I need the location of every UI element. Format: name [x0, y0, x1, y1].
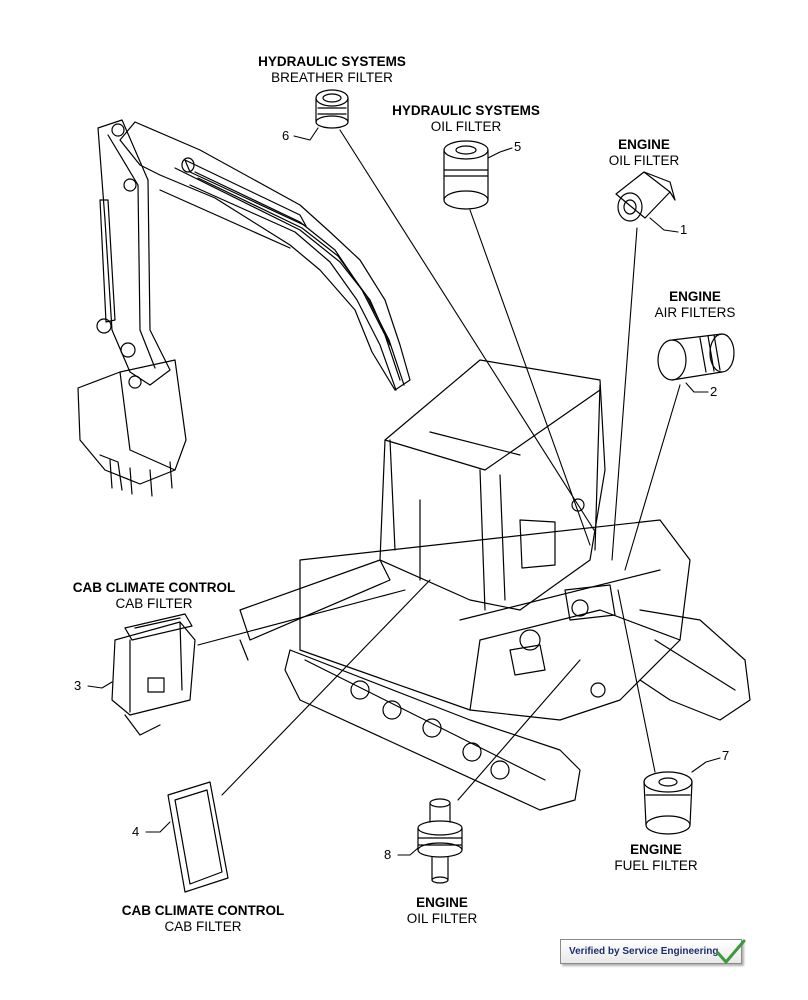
excavator-illustration — [77, 119, 751, 811]
leader-lines — [87, 127, 721, 856]
callout-title: CAB CLIMATE CONTROL — [72, 580, 236, 595]
callout-subtitle: OIL FILTER — [608, 153, 680, 168]
callout-subtitle: OIL FILTER — [430, 119, 502, 134]
callout-number-6: 6 — [282, 128, 290, 143]
callout-number-8: 8 — [384, 847, 392, 862]
engine-oil-filter-8-part — [417, 798, 463, 884]
callout-subtitle: FUEL FILTER — [614, 858, 698, 873]
callout-label-8: ENGINE OIL FILTER — [382, 895, 502, 927]
callout-label-4: CAB CLIMATE CONTROL CAB FILTER — [97, 903, 309, 935]
callout-label-3: CAB CLIMATE CONTROL CAB FILTER — [54, 580, 254, 612]
cab-filter-panel-part — [167, 781, 229, 893]
callout-label-2: ENGINE AIR FILTERS — [635, 289, 755, 321]
callout-number-3: 3 — [74, 678, 82, 693]
hydraulic-oil-filter-part — [443, 140, 489, 210]
engine-air-filter-part — [657, 333, 735, 381]
callout-label-1: ENGINE OIL FILTER — [584, 137, 704, 169]
callout-subtitle: CAB FILTER — [164, 919, 242, 934]
verified-badge-text: Verified by Service Engineering — [569, 946, 719, 957]
callout-title: CAB CLIMATE CONTROL — [121, 903, 285, 918]
callout-subtitle: CAB FILTER — [115, 596, 193, 611]
engine-oil-filter-1-part — [615, 171, 676, 222]
callout-title: ENGINE — [416, 895, 468, 910]
callout-title: ENGINE — [669, 289, 721, 304]
cab-filter-housing-part — [111, 613, 196, 736]
callout-number-5: 5 — [514, 139, 522, 154]
callout-title: ENGINE — [630, 842, 682, 857]
callout-title: ENGINE — [618, 137, 670, 152]
fuel-filter-part — [643, 771, 693, 835]
verified-badge: Verified by Service Engineering — [560, 939, 746, 964]
callout-subtitle: AIR FILTERS — [654, 305, 736, 320]
callout-number-7: 7 — [722, 748, 730, 763]
callout-label-7: ENGINE FUEL FILTER — [596, 842, 716, 874]
callout-title: HYDRAULIC SYSTEMS — [258, 54, 406, 69]
callout-title: HYDRAULIC SYSTEMS — [392, 103, 540, 118]
callout-subtitle: OIL FILTER — [406, 911, 478, 926]
breather-filter-part — [315, 89, 349, 129]
callout-label-5: HYDRAULIC SYSTEMS OIL FILTER — [365, 103, 567, 135]
callout-label-6: HYDRAULIC SYSTEMS BREATHER FILTER — [231, 54, 433, 86]
callout-number-2: 2 — [710, 384, 718, 399]
checkmark-icon — [716, 939, 746, 964]
callout-number-1: 1 — [680, 222, 688, 237]
callout-number-4: 4 — [132, 824, 140, 839]
callout-subtitle: BREATHER FILTER — [271, 70, 393, 85]
